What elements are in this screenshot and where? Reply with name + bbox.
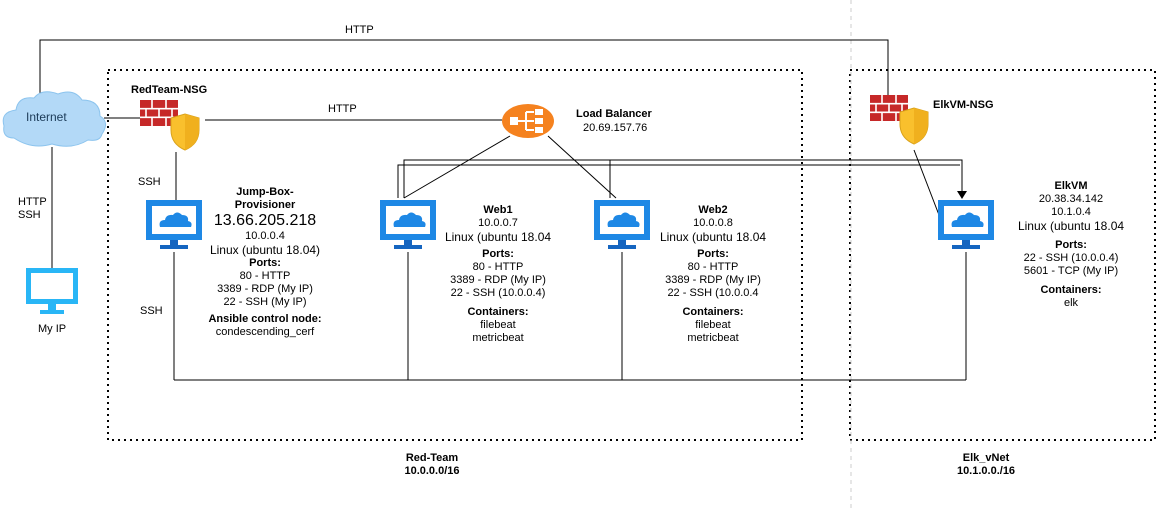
web1-port: 80 - HTTP	[472, 261, 524, 273]
shield-icon	[170, 113, 200, 151]
load-balancer-icon	[502, 104, 554, 138]
red-team-cidr: 10.0.0.0/16	[404, 465, 460, 477]
elkvm-containers-title: Containers:	[1040, 284, 1102, 296]
web2-port: 3389 - RDP (My IP)	[665, 274, 761, 286]
nsg-http-label: HTTP	[328, 103, 357, 115]
jumpbox-ansible-value: condescending_cerf	[215, 326, 315, 338]
elk-shield-icon	[899, 107, 929, 145]
jumpbox-public-ip: 13.66.205.218	[213, 212, 317, 229]
cloud-icon	[2, 91, 106, 147]
jumpbox-name-1: Jump-Box-	[236, 186, 294, 198]
web1-port: 3389 - RDP (My IP)	[450, 274, 546, 286]
elkvm-os: Linux (ubuntu 18.04	[1017, 219, 1125, 233]
web2-containers-title: Containers:	[682, 306, 744, 318]
web1-container: filebeat	[480, 319, 516, 331]
top-http-label: HTTP	[345, 24, 374, 36]
web2-os: Linux (ubuntu 18.04	[659, 230, 767, 244]
arrow-head	[957, 191, 967, 199]
ssh-label-top: SSH	[138, 176, 161, 188]
red-team-label: Red-Team 10.0.0.0/16	[404, 452, 459, 478]
jumpbox-ansible-title: Ansible control node:	[208, 313, 322, 325]
elkvm-private-ip: 10.1.0.4	[1051, 206, 1091, 218]
web1-name: Web1	[483, 204, 513, 216]
ssh-label-bottom: SSH	[140, 305, 163, 317]
internet-link-label: HTTP SSH	[18, 196, 47, 221]
web1-ip: 10.0.0.7	[478, 217, 518, 229]
jumpbox-private-ip: 10.0.0.4	[245, 230, 285, 242]
elkvm-name: ElkVM	[1054, 180, 1088, 192]
jumpbox-port: 80 - HTTP	[239, 270, 291, 282]
web2-name: Web2	[698, 204, 728, 216]
web2-container: metricbeat	[687, 332, 739, 344]
elk-vnet-cidr: 10.1.0.0./16	[956, 465, 1016, 477]
elk-nsg-label: ElkVM-NSG	[933, 99, 994, 111]
web1-monitor-icon	[380, 200, 436, 249]
elk-vnet-zone	[849, 69, 1156, 441]
web2-info: Web2 10.0.0.8 Linux (ubuntu 18.04 Ports:…	[660, 204, 766, 345]
jumpbox-os: Linux (ubuntu 18.04)	[209, 243, 321, 257]
web2-ports-title: Ports:	[697, 248, 729, 260]
web2-ip: 10.0.0.8	[693, 217, 733, 229]
red-team-name: Red-Team	[405, 452, 459, 464]
jumpbox-port: 22 - SSH (My IP)	[223, 296, 307, 308]
redteam-nsg-label: RedTeam-NSG	[131, 84, 208, 96]
my-ip-label: My IP	[38, 323, 67, 335]
web1-info: Web1 10.0.0.7 Linux (ubuntu 18.04 Ports:…	[445, 204, 551, 345]
elkvm-ports-title: Ports:	[1055, 239, 1087, 251]
load-balancer-ip: 20.69.157.76	[583, 122, 648, 134]
web1-ports-title: Ports:	[482, 248, 514, 260]
elkvm-monitor-icon	[938, 200, 994, 249]
elk-vnet-name: Elk_vNet	[962, 452, 1010, 464]
jumpbox-monitor-icon	[146, 200, 202, 249]
jumpbox-info: Jump-Box- Provisioner 13.66.205.218 10.0…	[208, 186, 321, 339]
elkvm-port: 22 - SSH (10.0.0.4)	[1023, 252, 1119, 264]
web1-port: 22 - SSH (10.0.0.4)	[450, 287, 546, 299]
web2-port: 80 - HTTP	[687, 261, 739, 273]
red-team-zone	[107, 69, 803, 441]
elkvm-container: elk	[1063, 297, 1079, 309]
web2-container: filebeat	[695, 319, 731, 331]
jumpbox-ports-title: Ports:	[249, 257, 281, 269]
load-balancer-title: Load Balancer	[576, 108, 652, 120]
jumpbox-port: 3389 - RDP (My IP)	[217, 283, 313, 295]
web2-port: 22 - SSH (10.0.0.4	[667, 287, 759, 299]
internet-label: Internet	[26, 110, 67, 124]
elkvm-port: 5601 - TCP (My IP)	[1023, 265, 1119, 277]
elkvm-info: ElkVM 20.38.34.142 10.1.0.4 Linux (ubunt…	[1018, 180, 1124, 310]
web1-os: Linux (ubuntu 18.04	[444, 230, 552, 244]
jumpbox-name-2: Provisioner	[234, 199, 296, 211]
web1-container: metricbeat	[472, 332, 524, 344]
elk-vnet-label: Elk_vNet 10.1.0.0./16	[957, 452, 1015, 478]
web2-monitor-icon	[594, 200, 650, 249]
monitor-icon	[26, 268, 78, 314]
connection-lines	[39, 39, 967, 381]
web1-containers-title: Containers:	[467, 306, 529, 318]
elkvm-public-ip: 20.38.34.142	[1038, 193, 1104, 205]
